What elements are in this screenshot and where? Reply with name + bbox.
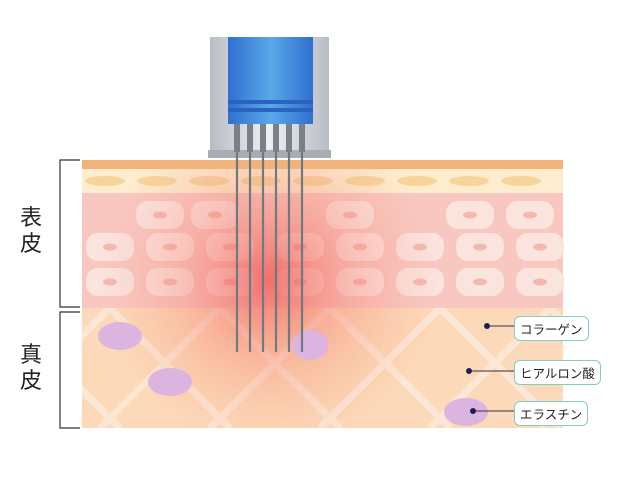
stratum-top: [82, 160, 563, 169]
collagen-label: コラーゲン: [514, 316, 589, 341]
elastin-blob: [148, 368, 192, 396]
hyaluronic-marker: [466, 368, 472, 374]
needle-hub: [273, 124, 279, 152]
elastin-marker: [470, 408, 476, 414]
epidermis-label: 表皮: [19, 206, 42, 257]
needle-hub: [260, 124, 266, 152]
elastin-blob: [292, 330, 328, 360]
label-pointers: [469, 325, 514, 412]
elastin-blob: [444, 398, 488, 426]
needle-hub: [234, 124, 240, 152]
microneedle-device: [208, 37, 331, 352]
hyaluronic-acid-label: ヒアルロン酸: [514, 360, 601, 385]
dermis-label: 真皮: [19, 343, 42, 394]
needle-hub: [286, 124, 292, 152]
layer-brackets: [59, 159, 80, 429]
needle-hub: [299, 124, 305, 152]
needle-hub: [247, 124, 253, 152]
collagen-marker: [484, 323, 490, 329]
elastin-label: エラスチン: [514, 401, 589, 426]
elastin-blob: [98, 322, 142, 350]
